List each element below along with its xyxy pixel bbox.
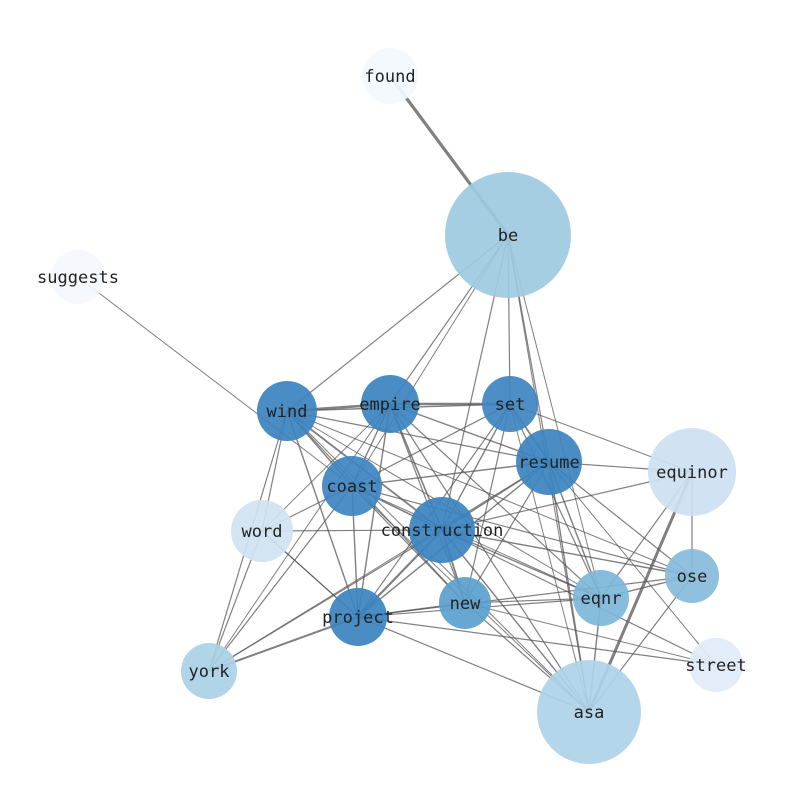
graph-edge (77, 276, 353, 487)
graph-node-ose[interactable] (665, 549, 719, 603)
graph-node-asa[interactable] (537, 660, 641, 764)
graph-edge (286, 410, 466, 604)
graph-edge (286, 410, 550, 463)
graph-node-street[interactable] (689, 638, 743, 692)
graph-node-project[interactable] (329, 588, 387, 646)
graph-node-eqnr[interactable] (573, 570, 629, 626)
graph-edge (208, 529, 443, 672)
graph-edge (351, 461, 550, 487)
graph-edge (351, 485, 693, 577)
nodes-layer (51, 48, 743, 764)
graph-edge (286, 410, 359, 618)
graph-node-set[interactable] (482, 376, 538, 432)
graph-edge (464, 403, 511, 604)
graph-edge (351, 485, 602, 599)
graph-node-found[interactable] (362, 48, 418, 104)
graph-node-equinor[interactable] (648, 428, 736, 516)
graph-node-coast[interactable] (322, 456, 382, 516)
graph-node-be[interactable] (445, 172, 571, 298)
graph-node-resume[interactable] (516, 429, 582, 495)
graph-node-wind[interactable] (257, 381, 317, 441)
graph-node-suggests[interactable] (51, 250, 105, 304)
graph-node-word[interactable] (231, 500, 293, 562)
graph-node-construction[interactable] (409, 497, 475, 563)
graph-edge (464, 602, 717, 666)
graph-edge (357, 616, 717, 666)
graph-node-new[interactable] (439, 577, 491, 629)
graph-edge (208, 403, 391, 672)
graph-edge (208, 485, 353, 672)
graph-edge (389, 403, 590, 713)
graph-edge (357, 575, 693, 618)
graph-edge (357, 403, 391, 618)
graph-node-empire[interactable] (361, 375, 419, 433)
graph-edge (548, 461, 717, 666)
graph-edge (441, 529, 693, 577)
graph-node-york[interactable] (181, 643, 237, 699)
